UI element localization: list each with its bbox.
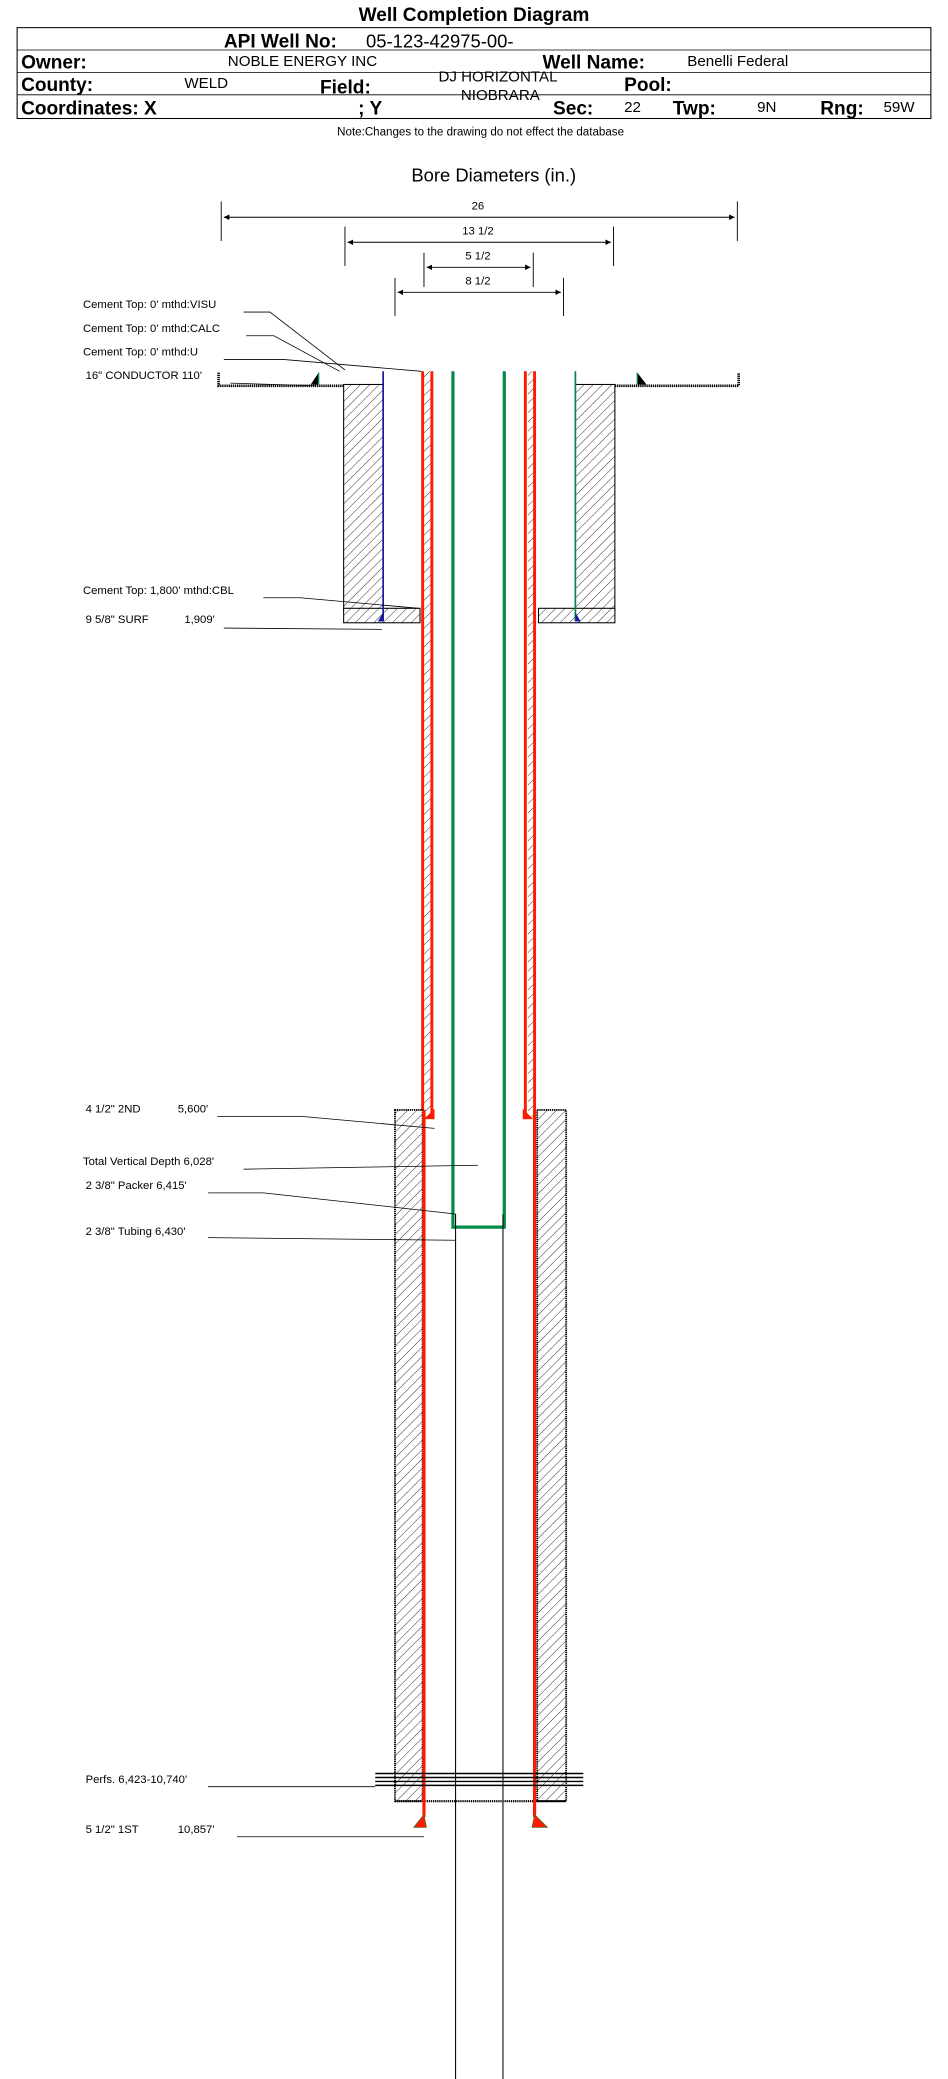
api-label: API Well No: bbox=[224, 31, 337, 52]
label-second-name: 4 1/2" 2ND bbox=[86, 1104, 141, 1116]
field-value-line2: NIOBRARA bbox=[461, 87, 541, 104]
note-text: Note:Changes to the drawing do not effec… bbox=[337, 127, 624, 139]
coords-y-label: ; Y bbox=[358, 99, 382, 120]
dim-13-1-2: 13 1/2 bbox=[462, 225, 493, 237]
label-surf-name: 9 5/8" SURF bbox=[86, 614, 149, 626]
rng-value: 59W bbox=[883, 99, 915, 116]
dim-26: 26 bbox=[472, 200, 485, 212]
county-label: County: bbox=[21, 75, 93, 96]
field-label: Field: bbox=[320, 77, 371, 98]
production-section bbox=[375, 1109, 584, 1828]
label-conductor: 16" CONDUCTOR 110' bbox=[86, 370, 202, 382]
coords-label: Coordinates: X bbox=[21, 99, 157, 120]
annotation-labels: Cement Top: 0' mthd:VISU Cement Top: 0' … bbox=[83, 299, 234, 1836]
label-tubing: 2 3/8" Tubing 6,430' bbox=[86, 1226, 186, 1238]
label-cement-u: Cement Top: 0' mthd:U bbox=[83, 346, 198, 358]
dim-5-1-2: 5 1/2 bbox=[465, 250, 490, 262]
header-box: Well Completion Diagram API Well No: 05-… bbox=[16, 5, 932, 139]
county-value: WELD bbox=[184, 75, 228, 92]
sec-value: 22 bbox=[624, 99, 641, 116]
well-name-value: Benelli Federal bbox=[687, 53, 788, 70]
label-cement-visu: Cement Top: 0' mthd:VISU bbox=[83, 299, 216, 311]
owner-label: Owner: bbox=[21, 52, 87, 73]
twp-label: Twp: bbox=[673, 99, 716, 120]
bore-title: Bore Diameters (in.) bbox=[411, 165, 576, 186]
conductor-section bbox=[217, 371, 740, 624]
bore-dimensions bbox=[220, 201, 738, 316]
label-cement-cbl: Cement Top: 1,800' mthd:CBL bbox=[83, 585, 234, 597]
field-value-line1: DJ HORIZONTAL bbox=[438, 69, 557, 86]
label-first-name: 5 1/2" 1ST bbox=[86, 1824, 139, 1836]
pool-label: Pool: bbox=[624, 75, 672, 96]
label-tvd: Total Vertical Depth 6,028' bbox=[83, 1156, 214, 1168]
label-first-depth: 10,857' bbox=[178, 1824, 215, 1836]
leader-lines bbox=[208, 311, 478, 1838]
rng-label: Rng: bbox=[820, 99, 863, 120]
twp-value: 9N bbox=[757, 99, 776, 116]
label-second-depth: 5,600' bbox=[178, 1104, 208, 1116]
dim-8-1-2: 8 1/2 bbox=[465, 275, 490, 287]
label-perfs: Perfs. 6,423-10,740' bbox=[86, 1774, 188, 1786]
sec-label: Sec: bbox=[553, 99, 593, 120]
owner-value: NOBLE ENERGY INC bbox=[228, 53, 377, 70]
tubing bbox=[451, 371, 506, 2079]
label-packer: 2 3/8" Packer 6,415' bbox=[86, 1180, 187, 1192]
label-surf-depth: 1,909' bbox=[184, 614, 214, 626]
well-name-label: Well Name: bbox=[542, 52, 645, 73]
intermediate-casing bbox=[421, 371, 537, 1120]
page-title: Well Completion Diagram bbox=[359, 5, 590, 26]
label-cement-calc: Cement Top: 0' mthd:CALC bbox=[83, 323, 220, 335]
perforations bbox=[375, 1772, 584, 1787]
api-value: 05-123-42975-00- bbox=[366, 30, 513, 51]
